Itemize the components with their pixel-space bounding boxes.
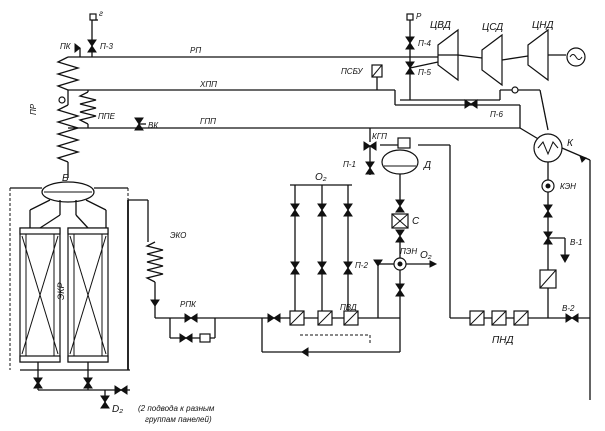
label-gpp: ГПП [200, 117, 216, 126]
valve-kgp [363, 128, 377, 175]
label-p3: П-3 [100, 42, 113, 51]
steam-lines [68, 56, 541, 141]
label-v2: В-2 [562, 304, 575, 313]
valve-vk [134, 117, 146, 131]
label-hpp: ХПП [199, 80, 217, 89]
valve-rpk [169, 313, 216, 343]
label-d: Д [423, 160, 431, 171]
turbine-tssd [481, 33, 503, 87]
label-p5: П-5 [418, 68, 431, 77]
pvd-heaters [155, 310, 401, 357]
label-c: С [412, 216, 420, 227]
generator-icon [566, 47, 586, 67]
label-psbu: ПСБУ [341, 67, 363, 76]
label-v1: В-1 [570, 238, 582, 247]
label-b: Б [62, 173, 69, 184]
psbu-unit [371, 64, 383, 90]
label-r: Р [416, 12, 422, 21]
label-ekr: ЭКР [56, 282, 66, 300]
label-vk: ВК [148, 121, 159, 130]
line-p6 [464, 86, 549, 131]
label-pr: ПР [29, 103, 38, 115]
note-line1: (2 подвода к разным [138, 404, 215, 413]
valve-p2 [373, 259, 394, 318]
label-rpk: РПК [180, 300, 197, 309]
economizer-eko [128, 199, 164, 318]
lp-heater-box [539, 269, 590, 323]
label-rp: РП [190, 46, 201, 55]
label-o2-top: О₂ [315, 172, 327, 183]
label-kzn: КЭН [560, 182, 576, 191]
furnace-screens [9, 188, 129, 370]
drum-b [10, 181, 128, 215]
turbine-tsnd [527, 28, 566, 82]
label-k: К [567, 138, 574, 149]
label-pnd: ПНД [492, 335, 514, 346]
pump-pen [393, 257, 438, 318]
label-o2-mid: О₂ [420, 250, 432, 261]
label-pk: ПК [60, 42, 72, 51]
labels: г ПК П-3 РП Р П-4 ЦВД ЦСД ЦНД ПР ПСБУ П-… [29, 9, 582, 424]
valve-pk [74, 42, 81, 57]
label-p1: П-1 [343, 160, 356, 169]
label-p2: П-2 [355, 261, 368, 270]
deaerator-d [380, 137, 419, 200]
superheater-coil [55, 56, 81, 178]
turbine-tsvd [437, 28, 459, 82]
turbine-valves [400, 13, 500, 101]
label-p6: П-6 [490, 110, 503, 119]
label-pen: ПЭН [400, 247, 417, 256]
label-kpp: КГП [372, 132, 387, 141]
label-ekd: ЭКО [170, 231, 186, 240]
label-pvd: ПВД [340, 303, 357, 312]
label-g: г [99, 9, 103, 18]
label-ppe: ППЕ [98, 112, 116, 121]
label-o2-bottom: D₂ [112, 404, 123, 415]
pump-kzn [541, 179, 570, 270]
relief-valve-g [87, 13, 98, 57]
separator-c [391, 199, 409, 258]
bottom-collector [20, 362, 130, 409]
pnd-heaters [418, 144, 548, 326]
label-tssd: ЦСД [482, 22, 503, 33]
label-tsnd: ЦНД [532, 20, 554, 31]
label-p4: П-4 [418, 39, 431, 48]
o2-supply-pipes [290, 184, 353, 311]
note-line2: группам панелей) [145, 415, 212, 424]
condenser-k [533, 133, 591, 400]
reheater-coil [78, 90, 97, 128]
label-tsvd: ЦВД [430, 20, 451, 31]
